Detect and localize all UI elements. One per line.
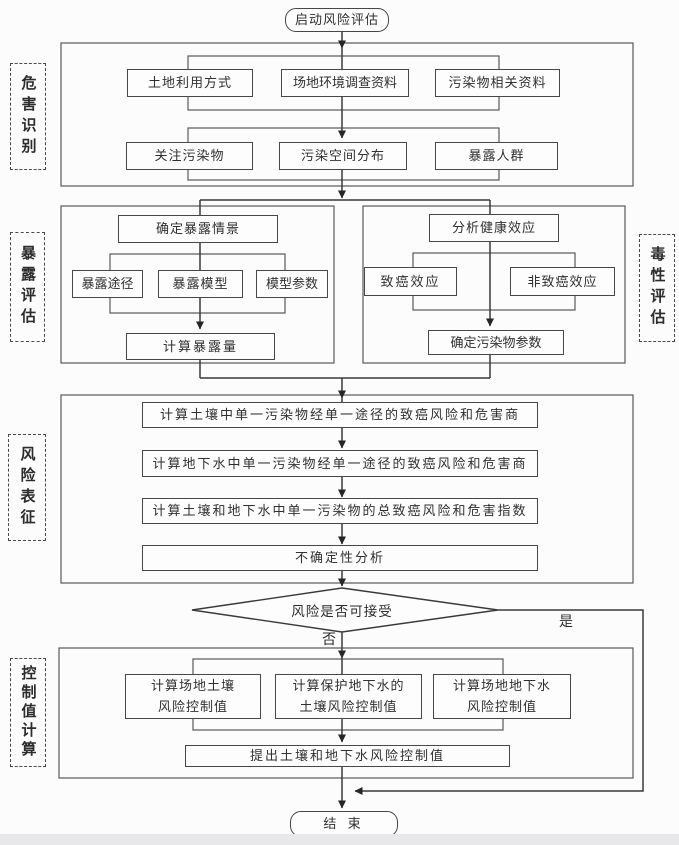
node-site-groundwater-control-value: 计算场地地下水 风险控制值 (433, 674, 571, 719)
node-land-use: 土地利用方式 (127, 69, 253, 97)
decision-no-label: 否 (322, 633, 336, 648)
decision-label: 风险是否可接受 (291, 604, 393, 619)
section-label-hazard-identification: 危害识别 (10, 63, 46, 170)
node-exposed-population: 暴露人群 (435, 142, 558, 170)
decision-yes-label: 是 (559, 615, 573, 630)
node-groundwater-single-pollutant-risk: 计算地下水中单一污染物经单一途径的致癌风险和危害商 (142, 450, 538, 477)
decision-diamond (191, 587, 499, 633)
node-propose-control-values: 提出土壤和地下水风险控制值 (185, 745, 510, 767)
node-line: 计算保护地下水的 (292, 678, 405, 694)
node-contaminants-of-concern: 关注污染物 (126, 142, 253, 170)
node-analyze-health-effects: 分析健康效应 (429, 214, 559, 242)
node-line: 土壤风险控制值 (299, 698, 398, 714)
bottom-strip (0, 834, 679, 845)
start-node: 启动风险评估 (285, 8, 389, 32)
node-site-soil-control-value: 计算场地土壤 风险控制值 (125, 674, 261, 719)
node-carcinogenic-effect: 致癌效应 (364, 267, 457, 296)
node-total-carcinogenic-risk-hazard-index: 计算土壤和地下水中单一污染物的总致癌风险和危害指数 (142, 498, 538, 524)
node-noncarcinogenic-effect: 非致癌效应 (510, 267, 615, 296)
section-label-toxicity-assessment: 毒性评估 (639, 234, 675, 342)
node-calculate-exposure: 计算暴露量 (126, 333, 275, 360)
node-exposure-model: 暴露模型 (158, 270, 243, 298)
node-pollution-spatial-distribution: 污染空间分布 (279, 142, 407, 170)
section-label-risk-characterization: 风险表征 (8, 434, 46, 541)
node-uncertainty-analysis: 不确定性分析 (142, 545, 538, 571)
flow-lines (196, 31, 644, 809)
end-node: 结 束 (290, 811, 398, 837)
node-determine-pollutant-parameters: 确定污染物参数 (428, 330, 564, 355)
node-line: 风险控制值 (157, 698, 228, 714)
section-label-exposure-assessment: 暴露评估 (10, 232, 45, 342)
node-soil-single-pollutant-risk: 计算土壤中单一污染物经单一途径的致癌风险和危害商 (142, 402, 538, 428)
node-site-survey-data: 场地环境调查资料 (281, 69, 409, 97)
node-pollutant-data: 污染物相关资料 (435, 69, 560, 97)
section-label-control-value-calculation: 控制值计算 (10, 658, 46, 767)
node-model-parameters: 模型参数 (256, 270, 328, 298)
node-line: 计算场地土壤 (150, 678, 235, 694)
node-define-exposure-scenario: 确定暴露情景 (118, 215, 278, 243)
node-line: 计算场地地下水 (452, 678, 551, 694)
node-line: 风险控制值 (466, 698, 537, 714)
node-protect-groundwater-soil-control-value: 计算保护地下水的 土壤风险控制值 (275, 674, 422, 719)
node-exposure-pathway: 暴露途径 (72, 270, 143, 298)
